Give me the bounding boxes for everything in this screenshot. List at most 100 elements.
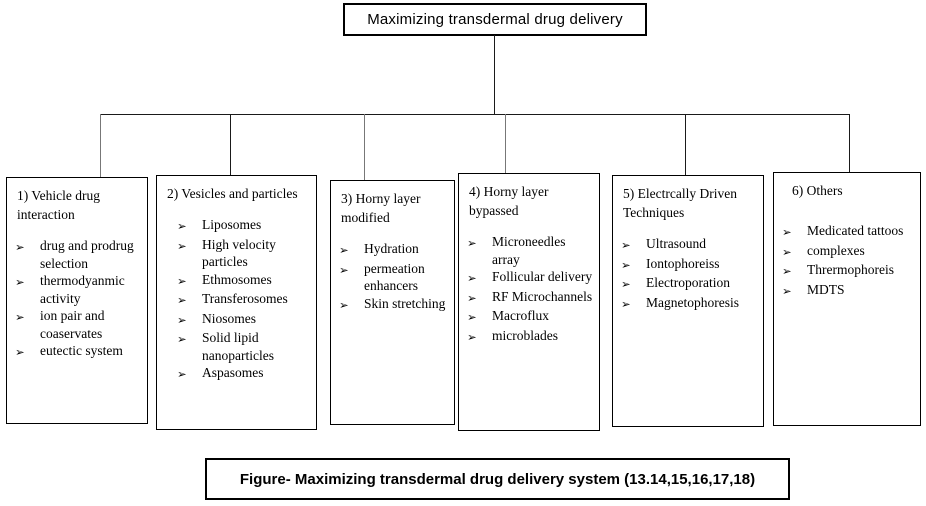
branch-item: ➢ RF Microchannels [459, 288, 596, 308]
arrowhead-bullet-icon: ➢ [467, 310, 477, 324]
branch-item: ➢ Follicular delivery [459, 268, 596, 288]
arrowhead-bullet-icon: ➢ [621, 238, 631, 252]
branch-item-label: Ethmosomes [202, 271, 272, 287]
branch-box-horny-layer-modified: 3) Horny layer modified ➢Hydration➢perme… [330, 180, 455, 425]
branch-item-label: thermodyanmic activity [40, 273, 125, 306]
arrowhead-bullet-icon: ➢ [15, 240, 25, 254]
branch-item: ➢ Magnetophoresis [613, 294, 760, 314]
branch-item-label: Solid lipid nanoparticles [202, 330, 274, 363]
branch-item-label: Niosomes [202, 310, 256, 326]
arrowhead-bullet-icon: ➢ [177, 273, 187, 288]
branch-box-others: 6) Others ➢Medicated tattoos ➢ complexes ➢ T… [773, 172, 921, 426]
branch-item: ➢ High velocity particles [157, 236, 313, 271]
connector-drop-line-1 [100, 114, 101, 177]
branch-item-label: Electroporation [646, 275, 730, 290]
branch-item-label: Aspasomes [202, 365, 264, 380]
branch-item-label: permeation enhancers [364, 260, 425, 294]
branch-item: ➢Medicated tattoos [774, 222, 917, 242]
branch-item: ➢ Thrermophoreis [774, 261, 917, 281]
arrowhead-bullet-icon: ➢ [177, 332, 187, 346]
root-title-box: Maximizing transdermal drug delivery [343, 3, 647, 36]
branch-box-vehicle-drug-interaction: 1) Vehicle drug interaction ➢ drug and pr… [6, 177, 148, 424]
branch-item-list: ➢Microneedles array➢Follicular delivery➢… [459, 233, 599, 346]
arrowhead-bullet-icon: ➢ [177, 219, 187, 233]
arrowhead-bullet-icon: ➢ [177, 367, 187, 381]
connector-drop-line-2 [230, 114, 231, 175]
branch-item: ➢ thermodyanmic activity [7, 272, 144, 307]
arrowhead-bullet-icon: ➢ [782, 283, 792, 298]
branch-item: ➢ Ethmosomes [157, 271, 313, 291]
arrowhead-bullet-icon: ➢ [621, 257, 631, 272]
arrowhead-bullet-icon: ➢ [467, 329, 477, 344]
arrowhead-bullet-icon: ➢ [177, 312, 187, 327]
branch-item-label: High velocity particles [202, 236, 276, 270]
branch-item: ➢ Iontophoreiss [613, 255, 760, 275]
arrowhead-bullet-icon: ➢ [177, 238, 187, 253]
branch-item-label: ion pair and coaservates [40, 308, 105, 341]
branch-box-horny-layer-bypassed: 4) Horny layer bypassed ➢Microneedles ar… [458, 173, 600, 431]
branch-item-label: eutectic system [40, 343, 123, 358]
branch-item: ➢ Ultrasound [613, 235, 760, 255]
branch-box-vesicles-and-particles: 2) Vesicles and particles ➢ Liposomes ➢ Hig… [156, 175, 317, 430]
branch-item: ➢ eutectic system [7, 342, 144, 362]
arrowhead-bullet-icon: ➢ [621, 296, 631, 311]
branch-item: ➢ Solid lipid nanoparticles [157, 329, 313, 364]
arrowhead-bullet-icon: ➢ [467, 236, 477, 250]
arrowhead-bullet-icon: ➢ [339, 297, 349, 312]
arrowhead-bullet-icon: ➢ [15, 275, 25, 289]
branch-item: ➢Hydration [331, 240, 451, 260]
branch-heading: 2) Vesicles and particles [167, 186, 298, 201]
arrowhead-bullet-icon: ➢ [782, 264, 792, 278]
branch-item-list: ➢Hydration➢permeation enhancers➢Skin str… [331, 240, 454, 314]
connector-drop-line-3 [364, 114, 365, 180]
branch-item-label: Liposomes [202, 217, 262, 232]
branch-heading: 5) Electrcally Driven Techniques [623, 186, 737, 220]
branch-item: ➢ drug and prodrug selection [7, 237, 144, 272]
branch-item-label: Magnetophoresis [646, 294, 739, 310]
branch-item-label: Skin stretching [364, 295, 446, 311]
branch-item: ➢ Skin stretching [331, 295, 451, 315]
branch-item: ➢ MDTS [774, 281, 917, 301]
connector-drop-line-6 [849, 114, 850, 172]
arrowhead-bullet-icon: ➢ [467, 290, 477, 305]
connector-horizontal-line [100, 114, 850, 115]
branch-item: ➢ Aspasomes [157, 364, 313, 384]
arrowhead-bullet-icon: ➢ [339, 243, 349, 257]
root-title-label: Maximizing transdermal drug delivery [367, 11, 623, 28]
branch-item-label: microblades [492, 327, 558, 343]
connector-drop-line-5 [685, 114, 686, 175]
branch-item: ➢ microblades [459, 327, 596, 347]
arrowhead-bullet-icon: ➢ [782, 244, 792, 259]
branch-item-label: RF Microchannels [492, 288, 593, 304]
branch-item-label: Transferosomes [202, 291, 288, 306]
branch-item: ➢ Niosomes [157, 310, 313, 330]
branch-item: ➢Macroflux [459, 307, 596, 327]
connector-stem-line [494, 35, 495, 115]
arrowhead-bullet-icon: ➢ [467, 271, 477, 285]
arrowhead-bullet-icon: ➢ [15, 345, 25, 359]
branch-item: ➢ Microneedles array [459, 233, 596, 268]
branch-item-label: drug and prodrug selection [40, 238, 134, 271]
connector-drop-line-4 [505, 114, 506, 173]
branch-item-list: ➢ Liposomes ➢ High velocity particles ➢ Ethmo… [157, 216, 316, 384]
branch-item-label: MDTS [807, 281, 845, 297]
branch-heading: 6) Others [792, 183, 843, 198]
branch-item-label: complexes [807, 242, 865, 258]
branch-item-label: Microneedles array [492, 234, 566, 267]
branch-item: ➢ Liposomes [157, 216, 313, 236]
branch-item: ➢Transferosomes [157, 290, 313, 310]
branch-item-list: ➢Medicated tattoos ➢ complexes ➢ Thrermophor… [774, 222, 920, 300]
branch-item-list: ➢ drug and prodrug selection ➢ thermodyanmi… [7, 237, 147, 362]
branch-box-electrically-driven-techniques: 5) Electrcally Driven Techniques ➢ Ultras… [612, 175, 764, 427]
branch-item-label: Follicular delivery [492, 269, 593, 284]
branch-heading: 1) Vehicle drug interaction [17, 188, 100, 222]
branch-item: ➢ complexes [774, 242, 917, 262]
arrowhead-bullet-icon: ➢ [339, 262, 349, 277]
figure-caption-box: Figure- Maximizing transdermal drug deli… [205, 458, 790, 500]
branch-heading: 3) Horny layer modified [341, 191, 421, 225]
branch-item-label: Iontophoreiss [646, 255, 720, 271]
branch-item-label: Ultrasound [646, 236, 706, 251]
branch-item-label: Thrermophoreis [807, 262, 894, 277]
branch-item-list: ➢ Ultrasound ➢ Iontophoreiss ➢ Electroporatio… [613, 235, 763, 313]
